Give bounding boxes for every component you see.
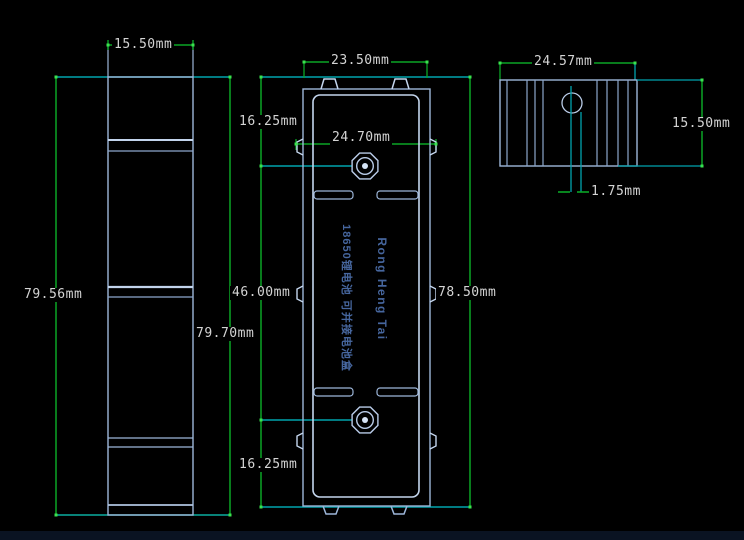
dim-label-hole-offset: 1.75mm — [589, 184, 643, 199]
slot — [376, 387, 419, 397]
bottom-strip — [0, 531, 744, 540]
slot — [376, 190, 419, 200]
dim-label-front-height: 78.50mm — [436, 285, 499, 300]
screw-hole-topview — [561, 92, 583, 114]
screw-hole-bottom — [351, 406, 379, 434]
top-view — [498, 61, 704, 193]
side-view-body-outline — [107, 76, 194, 516]
product-label-text: 18650锂电池 可并接电池盒 — [340, 224, 352, 372]
mounting-tab — [390, 505, 408, 515]
rib-lines — [506, 80, 629, 166]
dim-label-top-width: 24.57mm — [532, 54, 595, 69]
dim-label-side-height: 79.56mm — [22, 287, 85, 302]
slot — [313, 387, 354, 397]
dim-label-hole-center-width: 24.70mm — [330, 130, 393, 145]
slot — [313, 190, 354, 200]
brand-label-text: Rong Heng Tai — [375, 237, 389, 341]
mounting-tab — [320, 78, 339, 90]
dimension-endpoints — [54, 43, 232, 517]
mounting-tab — [322, 505, 340, 515]
mounting-tab — [391, 78, 410, 90]
screw-hole-top — [351, 152, 379, 180]
dim-label-front-width: 23.50mm — [329, 53, 392, 68]
side-bump — [296, 285, 304, 303]
dim-label-overall-height: 79.70mm — [194, 326, 257, 341]
side-bump — [429, 432, 437, 450]
side-bump — [429, 138, 437, 156]
dim-label-hole-spacing: 46.00mm — [230, 285, 293, 300]
dim-label-side-width: 15.50mm — [112, 37, 175, 52]
dimension-endpoints — [259, 60, 472, 509]
top-view-body-outline — [499, 79, 638, 167]
front-view-body-outline — [302, 88, 431, 507]
side-bump — [296, 432, 304, 450]
front-view-panel-outline — [312, 94, 420, 498]
side-bump — [296, 138, 304, 156]
dimension-endpoints — [498, 61, 704, 168]
side-view — [54, 40, 232, 517]
dim-label-top-depth: 15.50mm — [670, 116, 733, 131]
dim-label-bottom-hole-offset: 16.25mm — [237, 457, 300, 472]
dim-label-top-hole-offset: 16.25mm — [237, 114, 300, 129]
